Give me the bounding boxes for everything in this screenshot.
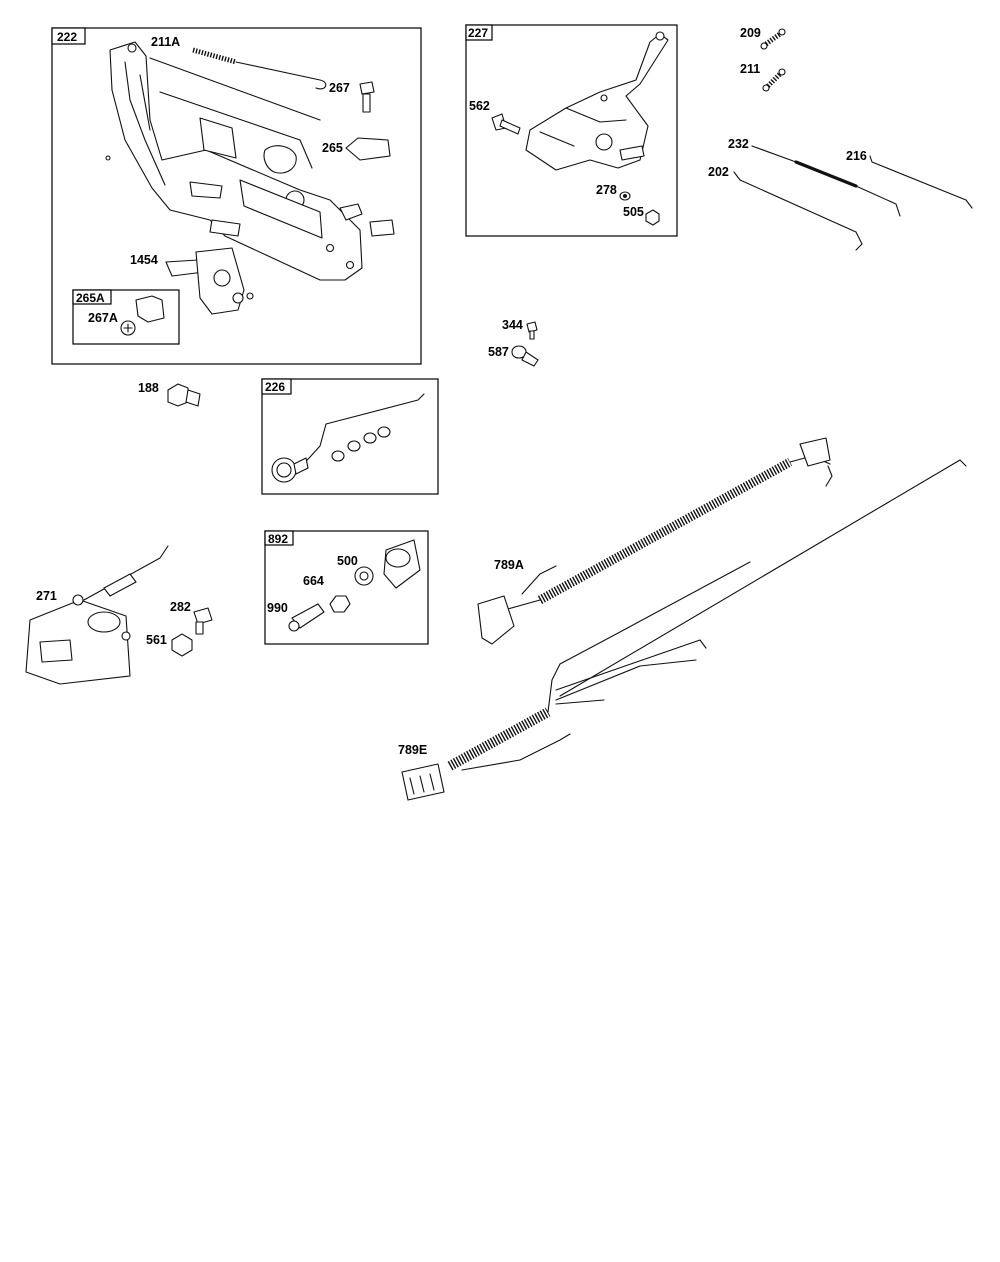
label-282: 282 (170, 600, 191, 614)
screw-267A-part[interactable] (120, 320, 136, 336)
springs-and-links: 209 211 232 216 202 (708, 26, 973, 251)
box-222-tag (51, 27, 86, 45)
control-bracket-part[interactable] (105, 41, 395, 281)
throttle-control-271-part[interactable] (25, 545, 169, 685)
group-227: 227 562 278 505 (465, 24, 678, 237)
group-222: 222 (51, 27, 422, 365)
screw-344-part[interactable] (526, 321, 538, 340)
wire-harness-789A-part[interactable] (477, 437, 833, 645)
clip-265-part[interactable] (345, 137, 391, 161)
label-561: 561 (146, 633, 167, 647)
label-202: 202 (708, 165, 729, 179)
box-226-tag (261, 378, 292, 395)
label-344: 344 (502, 318, 523, 332)
hardware-344-587: 344 587 (488, 318, 539, 367)
label-505: 505 (623, 205, 644, 219)
label-587: 587 (488, 345, 509, 359)
label-188: 188 (138, 381, 159, 395)
wire-harness-789E-part[interactable] (401, 459, 967, 801)
box-227-number: 227 (468, 26, 488, 40)
choke-control-226-part[interactable] (271, 393, 425, 483)
label-278: 278 (596, 183, 617, 197)
label-265: 265 (322, 141, 343, 155)
bolt-188-part[interactable] (167, 383, 201, 407)
group-892: 892 500 664 990 (264, 530, 429, 645)
label-211: 211 (740, 62, 760, 76)
governor-control-1454-part[interactable] (165, 247, 254, 315)
box-227-frame (465, 24, 678, 237)
screw-282-part[interactable] (193, 607, 213, 635)
label-209: 209 (740, 26, 761, 40)
screw-267-part[interactable] (359, 81, 375, 113)
bolt-188-group: 188 (138, 381, 201, 407)
spring-211-part[interactable] (762, 68, 786, 92)
link-202-part[interactable] (733, 171, 863, 251)
group-265A: 265A 267A (72, 289, 180, 345)
label-562: 562 (469, 99, 490, 113)
key-990-part[interactable] (288, 603, 325, 632)
link-232-part[interactable] (751, 145, 901, 217)
nut-664-part[interactable] (329, 595, 351, 613)
label-211A: 211A (151, 35, 180, 49)
label-267A: 267A (88, 311, 118, 325)
box-892-tag (264, 530, 294, 546)
nut-561-part[interactable] (171, 633, 193, 657)
label-1454: 1454 (130, 253, 158, 267)
label-789E: 789E (398, 743, 427, 757)
group-226: 226 (261, 378, 439, 495)
label-267: 267 (329, 81, 350, 95)
box-226-number: 226 (265, 380, 285, 394)
harness-789E-group: 789E (398, 459, 967, 801)
throttle-control-271-group: 271 282 561 (25, 545, 213, 685)
label-990: 990 (267, 601, 288, 615)
box-226-frame (261, 378, 439, 495)
box-892-number: 892 (268, 532, 288, 546)
label-271: 271 (36, 589, 57, 603)
label-216: 216 (846, 149, 867, 163)
box-222-frame (51, 27, 422, 365)
bolt-562-part[interactable] (491, 113, 521, 135)
label-789A: 789A (494, 558, 524, 572)
box-265A-frame (72, 289, 180, 345)
governor-spring-211A-part[interactable] (192, 47, 327, 90)
spring-209-part[interactable] (760, 28, 786, 50)
label-500: 500 (337, 554, 358, 568)
box-265A-tag (72, 289, 112, 305)
harness-789A-group: 789A (477, 437, 833, 645)
clamp-587-part[interactable] (511, 345, 539, 367)
label-232: 232 (728, 137, 749, 151)
nut-505-part[interactable] (645, 209, 660, 226)
box-265A-number: 265A (76, 291, 105, 305)
washer-278-part[interactable] (619, 191, 631, 201)
box-892-frame (264, 530, 429, 645)
throttle-lever-plate-part[interactable] (525, 31, 669, 171)
label-664: 664 (303, 574, 324, 588)
lockwasher-500-part[interactable] (354, 566, 374, 586)
clip-265A-part[interactable] (135, 295, 165, 323)
ignition-switch-892-part[interactable] (383, 539, 421, 589)
box-222-number: 222 (57, 30, 77, 44)
box-227-tag (465, 24, 493, 41)
link-216-part[interactable] (869, 155, 973, 209)
